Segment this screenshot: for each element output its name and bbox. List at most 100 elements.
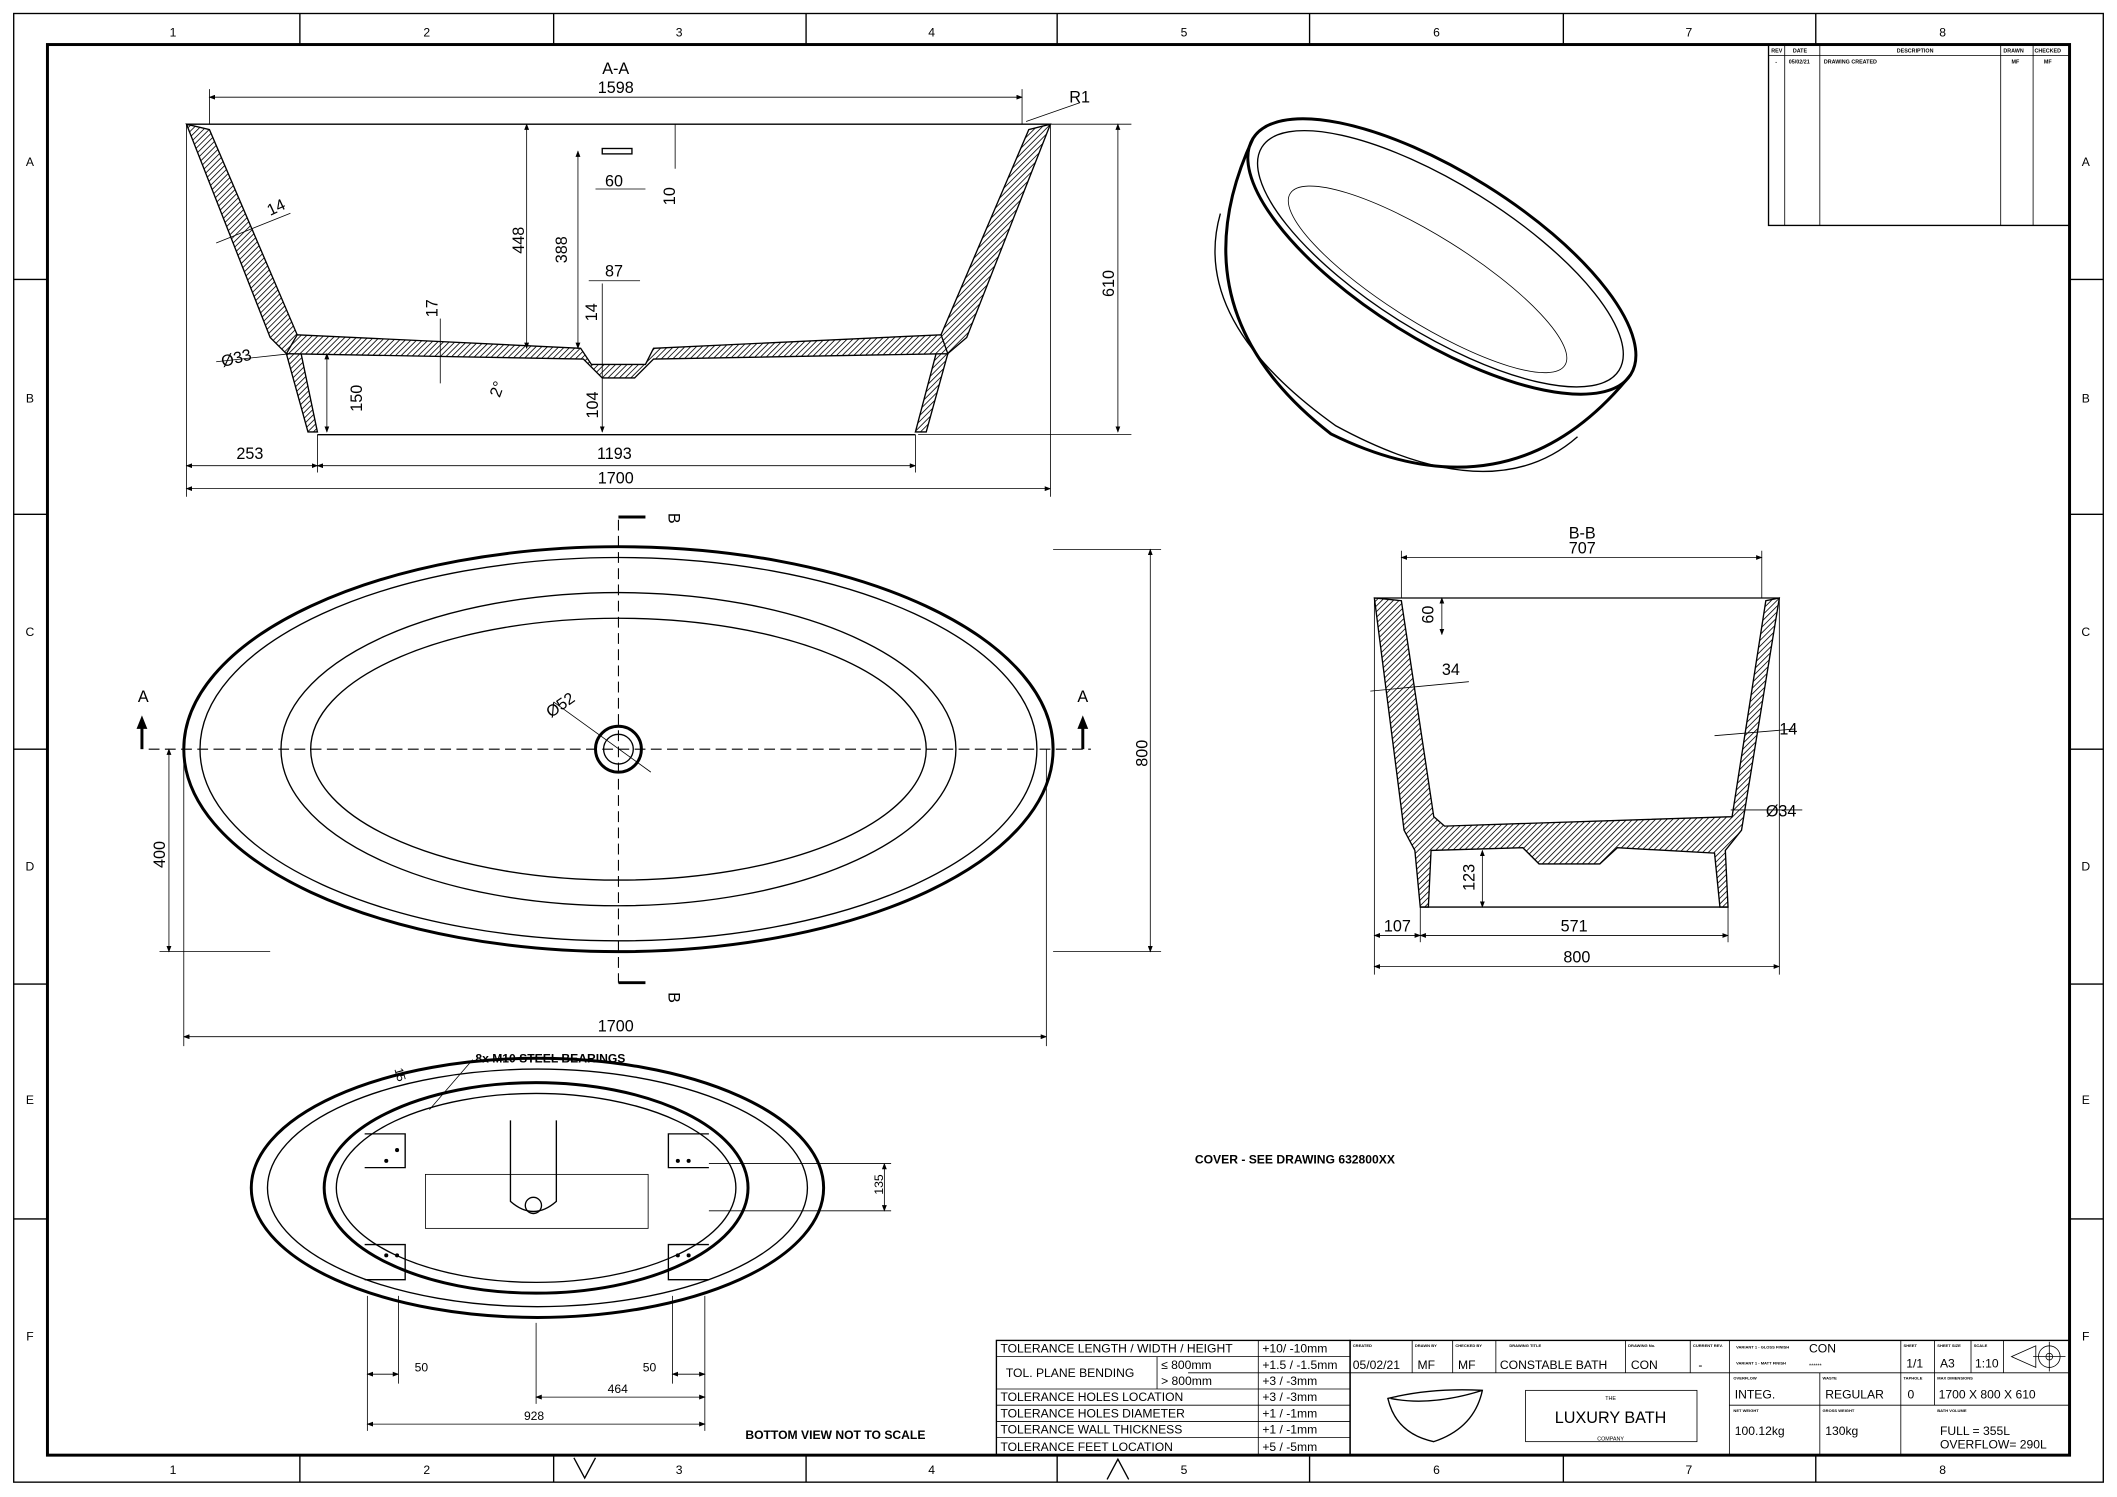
rev-header: REV — [1771, 49, 1782, 55]
dim-bottom-50-left: 50 — [415, 1360, 429, 1374]
rev-value: - — [1775, 59, 1777, 65]
zone-col-6-bottom: 6 — [1433, 1463, 1440, 1477]
tolerance-plane-le-value: +1.5 / -1.5mm — [1262, 1358, 1337, 1372]
matt-finish-value: ****** — [1809, 1363, 1822, 1369]
zone-col-6: 6 — [1433, 25, 1440, 39]
dim-bb-top-width: 707 — [1569, 539, 1596, 557]
plan-view: A A B B Ø52 800 400 1700 — [136, 513, 1162, 1047]
overflow-label: OVERFLOW — [1733, 1376, 1756, 1381]
dim-plan-width: 800 — [1134, 740, 1152, 767]
created-label: CREATED — [1353, 1343, 1372, 1348]
bath-volume-label: BATH VOLUME — [1937, 1408, 1967, 1413]
dim-corner: Ø33 — [219, 346, 253, 371]
drawn-value: MF — [2012, 59, 2020, 65]
date-header: DATE — [1793, 49, 1808, 55]
max-dimensions-label: MAX DIMENSIONS — [1937, 1376, 1973, 1381]
dim-bottom-135: 135 — [872, 1174, 886, 1194]
dim-radius: R1 — [1069, 89, 1090, 107]
dim-plan-length: 1700 — [598, 1017, 634, 1035]
zone-row-c: C — [26, 625, 35, 639]
dim-bb-wall-14: 14 — [1779, 720, 1797, 738]
bath-silhouette-icon — [1387, 1389, 1484, 1443]
dim-height: 610 — [1100, 270, 1118, 297]
zone-col-5: 5 — [1181, 25, 1188, 39]
zone-col-1: 1 — [170, 25, 177, 39]
waste-value: REGULAR — [1825, 1387, 1884, 1401]
zone-row-c-right: C — [2081, 625, 2090, 639]
max-dimensions-value: 1700 X 800 X 610 — [1939, 1387, 2036, 1401]
checked-by-label: CHECKED BY — [1455, 1343, 1482, 1348]
bottom-view: 8x M10 STEEL BEARINGS 15 135 50 50 464 9… — [249, 1051, 925, 1442]
drawing-title-label: DRAWING TITLE — [1509, 1343, 1541, 1348]
dim-bb-wall-34: 34 — [1442, 661, 1460, 679]
section-bb-view: B-B 707 60 34 14 Ø34 123 107 571 — [1370, 525, 1803, 975]
section-b-bottom-marker: B — [664, 992, 682, 1003]
tolerance-holes-location-value: +3 / -3mm — [1262, 1390, 1317, 1404]
sheet-size-value: A3 — [1940, 1356, 1955, 1370]
dim-slope: 2° — [487, 379, 509, 400]
description-header: DESCRIPTION — [1897, 49, 1934, 55]
zone-col-1-bottom: 1 — [170, 1463, 177, 1477]
checked-by-value: MF — [1458, 1358, 1476, 1372]
zone-row-f-right: F — [2082, 1329, 2089, 1343]
zone-row-e: E — [26, 1093, 34, 1107]
zone-row-d-right: D — [2081, 860, 2090, 874]
tolerance-plane-gt-label: > 800mm — [1161, 1374, 1212, 1388]
net-weight-label: NET WEIGHT — [1733, 1408, 1759, 1413]
current-rev-value: - — [1698, 1358, 1702, 1372]
volume-overflow-value: OVERFLOW= 290L — [1940, 1437, 2047, 1451]
bottom-view-note: BOTTOM VIEW NOT TO SCALE — [745, 1428, 925, 1442]
tolerance-feet-label: TOLERANCE FEET LOCATION — [1000, 1440, 1172, 1454]
dim-bb-rim: 60 — [1420, 606, 1438, 624]
dim-bb-overall: 800 — [1563, 948, 1590, 966]
dim-plan-half-width: 400 — [151, 841, 169, 868]
third-angle-projection-icon — [2010, 1341, 2066, 1372]
dim-depth-388: 388 — [553, 236, 571, 263]
zone-col-8-bottom: 8 — [1939, 1463, 1946, 1477]
dim-waste-depth: 14 — [583, 303, 601, 321]
zone-col-4-bottom: 4 — [928, 1463, 935, 1477]
zone-col-3-bottom: 3 — [676, 1463, 683, 1477]
dim-waste-width: 87 — [605, 263, 623, 281]
scale-value: 1:10 — [1975, 1356, 1999, 1370]
section-a-right-marker: A — [1077, 688, 1088, 706]
dim-wall: 14 — [264, 196, 288, 220]
dim-bb-base-height: 123 — [1460, 864, 1478, 891]
checked-value: MF — [2044, 59, 2052, 65]
zone-col-8: 8 — [1939, 25, 1946, 39]
dim-bb-offset: 107 — [1384, 917, 1411, 935]
svg-text:LUXURY BATH: LUXURY BATH — [1555, 1409, 1667, 1427]
dim-bb-base-width: 571 — [1561, 917, 1588, 935]
waste-label: WASTE — [1823, 1376, 1838, 1381]
gross-weight-label: GROSS WEIGHT — [1823, 1408, 1855, 1413]
created-value: 05/02/21 — [1353, 1358, 1400, 1372]
svg-text:THE: THE — [1605, 1396, 1616, 1402]
drawing-no-label: DRAWING No. — [1628, 1343, 1655, 1348]
date-value: 05/02/21 — [1789, 59, 1810, 65]
gloss-finish-value: CON — [1809, 1342, 1836, 1356]
zone-col-3: 3 — [676, 25, 683, 39]
dim-waste-diameter: Ø52 — [543, 689, 578, 721]
taphole-label: TAPHOLE — [1904, 1376, 1923, 1381]
dim-overall-length: 1700 — [598, 469, 634, 487]
tolerance-holes-location-label: TOLERANCE HOLES LOCATION — [1000, 1390, 1183, 1404]
tolerance-plane-le-label: ≤ 800mm — [1161, 1358, 1211, 1372]
scale-label: SCALE — [1974, 1343, 1988, 1348]
tolerance-table: TOLERANCE LENGTH / WIDTH / HEIGHT +10/ -… — [995, 1339, 1351, 1456]
current-rev-label: CURRENT REV. — [1693, 1343, 1723, 1348]
luxury-bath-company-logo: THE LUXURY BATH COMPANY — [1525, 1389, 1698, 1442]
section-bb-title: B-B — [1569, 525, 1596, 543]
zone-col-5-bottom: 5 — [1181, 1463, 1188, 1477]
tolerance-plane-gt-value: +3 / -3mm — [1262, 1374, 1317, 1388]
dim-overflow-height: 10 — [661, 187, 679, 205]
net-weight-value: 100.12kg — [1735, 1424, 1785, 1438]
section-aa-title: A-A — [602, 60, 629, 78]
zone-col-2-bottom: 2 — [423, 1463, 430, 1477]
zone-row-b: B — [26, 391, 34, 405]
zone-col-7-bottom: 7 — [1686, 1463, 1693, 1477]
tolerance-holes-diameter-value: +1 / -1mm — [1262, 1406, 1317, 1420]
zone-col-2: 2 — [423, 25, 430, 39]
drawn-header: DRAWN — [2003, 49, 2023, 55]
checked-header: CHECKED — [2034, 49, 2061, 55]
